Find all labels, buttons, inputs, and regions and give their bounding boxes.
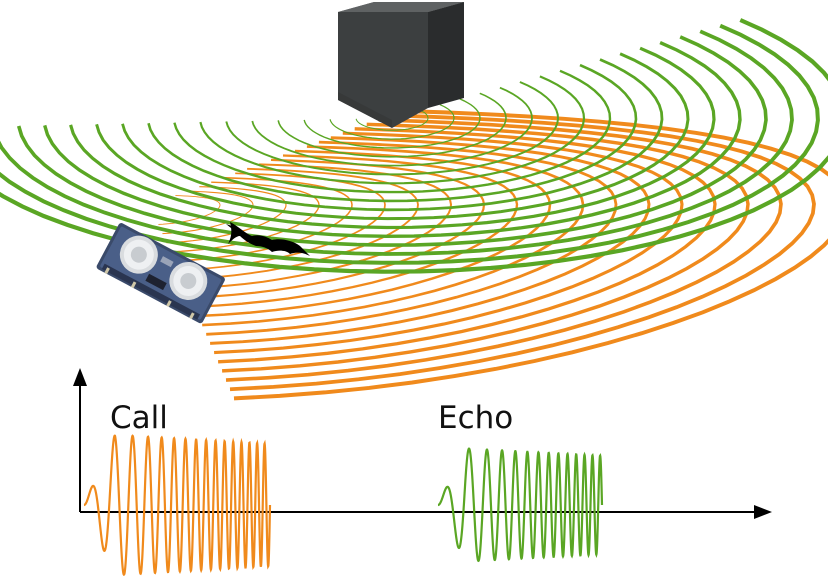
emitted-wavefront — [166, 186, 287, 244]
echo-waveform — [437, 447, 604, 563]
reflected-wavefront — [355, 109, 429, 131]
reflected-wavefront — [121, 58, 664, 212]
reflected-wavefront — [69, 46, 716, 230]
reflected-wavefront — [277, 92, 507, 158]
reflected-wavefront — [173, 69, 612, 194]
ultrasonic-sensor-icon — [96, 223, 225, 324]
reflected-wavefront — [225, 81, 560, 176]
cube-icon — [338, 2, 464, 128]
reflected-wavefront — [16, 35, 768, 247]
emitted-wavefront — [158, 195, 221, 225]
reflected-wavefront — [0, 18, 828, 274]
emitted-wavefront — [233, 109, 828, 401]
reflected-wavefront — [147, 63, 638, 203]
reflected-wavefront — [0, 23, 820, 265]
emitted-wavefront — [225, 118, 783, 382]
reflected-wavefront — [329, 104, 455, 140]
echo-label: Echo — [438, 400, 513, 436]
emitted-wavefront — [198, 149, 552, 318]
emitted-wavefront — [222, 122, 750, 373]
bat-icon — [226, 222, 310, 256]
reflected-wavefront — [199, 75, 586, 185]
emitted-wavefront — [174, 176, 353, 262]
reflected-wavefront — [303, 98, 481, 149]
reflected-wavefront — [43, 41, 742, 239]
emitted-wavefront — [186, 163, 453, 290]
reflected-wavefront — [0, 29, 794, 256]
reflected-wavefronts — [0, 18, 828, 274]
emitted-wavefront — [218, 127, 717, 364]
reflected-wavefront — [251, 86, 533, 167]
call-waveform — [83, 434, 272, 577]
emitted-wavefront — [210, 136, 651, 345]
reflected-wavefront — [95, 52, 690, 221]
call-label: Call — [110, 400, 168, 436]
